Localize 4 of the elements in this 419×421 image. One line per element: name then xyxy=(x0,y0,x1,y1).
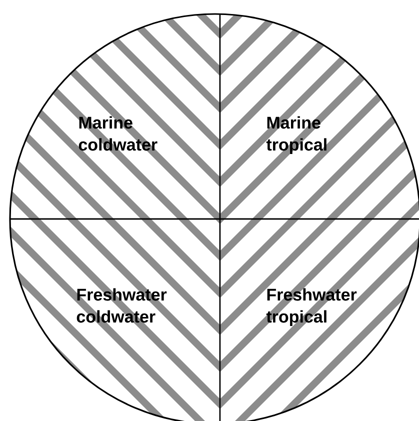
quadrant-label: Marine coldwater xyxy=(78,116,158,151)
quadrant-label: Freshwater tropical xyxy=(266,288,357,326)
quadrant-label: Marine tropical xyxy=(266,116,326,154)
quadrant-label: Freshwater coldwater xyxy=(76,288,167,323)
